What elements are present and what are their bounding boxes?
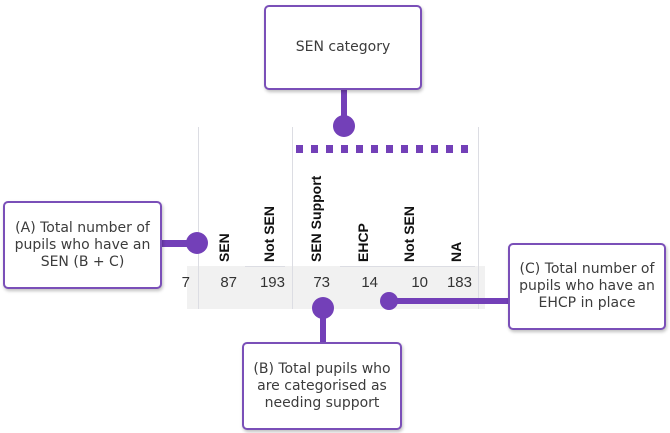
- cell-sen-support: 73: [313, 274, 330, 291]
- connector-dot: [333, 115, 355, 137]
- cell-sen: 87: [220, 274, 237, 291]
- cell-not-sen-2: 10: [411, 274, 428, 291]
- column-header-sen: SEN: [216, 233, 232, 262]
- header-divider: [340, 266, 475, 267]
- column-header-not-sen: Not SEN: [261, 206, 277, 262]
- column-header-sen-support: SEN Support: [308, 175, 324, 262]
- header-divider: [245, 266, 285, 267]
- callout-b: (B) Total pupils who are categorised as …: [242, 342, 402, 430]
- cell-partial: 7: [181, 274, 190, 291]
- column-header-not-sen-2: Not SEN: [401, 206, 417, 262]
- callout-sen-category: SEN category: [264, 5, 422, 90]
- connector-c: [394, 298, 512, 304]
- grid-line: [292, 127, 293, 309]
- callout-c: (C) Total number of pupils who have an E…: [508, 243, 666, 330]
- sen-category-bracket: [296, 145, 476, 153]
- grid-line: [478, 127, 479, 309]
- cell-not-sen: 193: [259, 274, 285, 291]
- connector-dot: [312, 297, 334, 319]
- connector-dot: [186, 232, 208, 254]
- connector-a: [160, 240, 200, 247]
- column-header-ehcp: EHCP: [355, 223, 371, 262]
- connector-top: [341, 90, 347, 126]
- connector-dot: [380, 292, 398, 310]
- cell-na: 183: [446, 274, 472, 291]
- grid-line: [198, 127, 199, 309]
- column-header-na: NA: [448, 241, 464, 262]
- cell-ehcp: 14: [361, 274, 378, 291]
- connector-b: [320, 300, 326, 345]
- callout-a: (A) Total number of pupils who have an S…: [3, 201, 162, 289]
